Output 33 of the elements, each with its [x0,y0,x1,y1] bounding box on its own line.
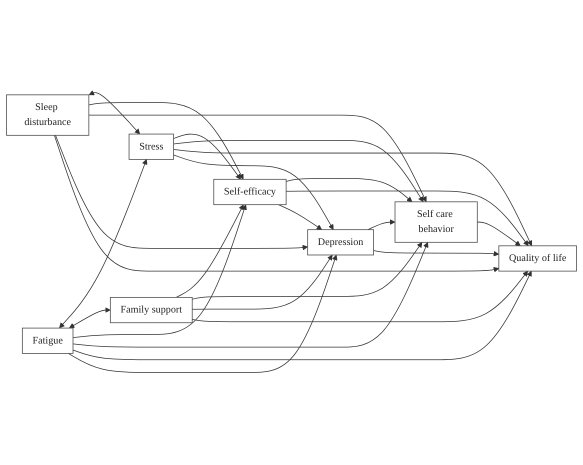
arrow [173,134,241,180]
arrow [72,204,247,338]
node-box: Fatigue [22,328,74,354]
node-box: Depression [307,229,374,256]
node-box: Self care behavior [394,201,478,243]
arrow [476,222,521,246]
arrow [69,307,111,328]
arrow [192,242,422,300]
arrow [68,254,338,373]
node-box: Self-efficacy [213,178,287,206]
arrow [286,190,529,246]
arrow [368,219,396,230]
arrow [88,90,140,134]
arrow [173,149,532,246]
arrow [54,134,500,272]
arrow [176,204,244,298]
node-box: Stress [128,134,174,160]
arrow [88,114,427,202]
arrow [55,134,308,250]
arrow [192,270,528,322]
arrow [192,254,333,310]
arrow [72,242,428,348]
arrow [72,270,532,360]
arrow [59,159,148,328]
arrow [88,102,244,180]
arrow [373,250,500,256]
node-box: Quality of life [498,245,577,272]
arrow [278,204,322,230]
node-box: Family support [110,296,193,324]
node-box: Sleep disturbance [6,94,90,136]
arrow [173,140,424,202]
arrow [286,178,412,202]
arrow [173,154,334,230]
